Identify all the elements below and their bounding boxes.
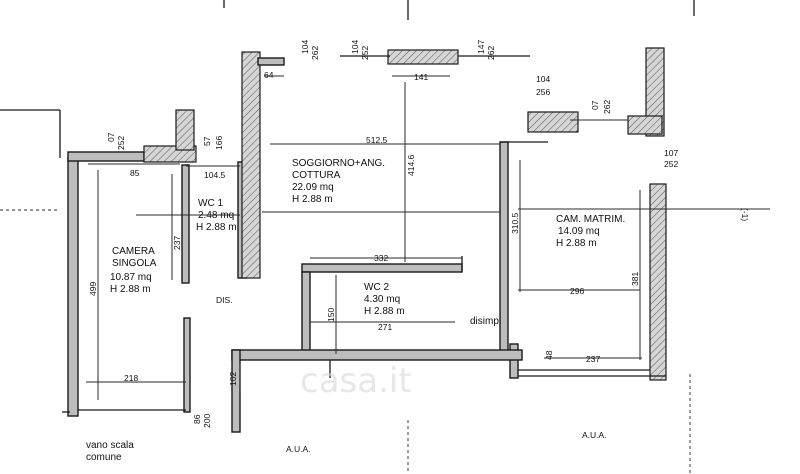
- dim-104-a: 104: [300, 40, 310, 54]
- dim-48: 48: [544, 350, 554, 360]
- dim-252-r: 252: [664, 159, 678, 169]
- dim-262-b: 262: [486, 46, 496, 60]
- room-cam-matrim: CAM. MATRIM. 14.09 mq H 2.88 m: [556, 214, 625, 249]
- dim-102: 102: [228, 372, 238, 386]
- room-soggiorno: SOGGIORNO+ANG. COTTURA 22.09 mq H 2.88 m: [292, 158, 385, 205]
- dim-104-5: 104.5: [204, 170, 226, 180]
- casa-it-watermark: casa.it: [300, 361, 412, 401]
- wall-wc2-left: [301, 271, 311, 357]
- dim-414-6: 414.6: [406, 154, 416, 176]
- dim-141: 141: [414, 72, 428, 82]
- dim-310-5: 310.5: [510, 212, 520, 234]
- dimension-labels: 07 252 85 104.5 57 166 237 499 218 86 20…: [88, 40, 678, 428]
- dim-262-r: 262: [602, 100, 612, 114]
- soggiorno-height: H 2.88 m: [292, 194, 333, 205]
- camera-name-1: CAMERA: [112, 246, 155, 257]
- wall-stair-left: [231, 349, 241, 433]
- dim-296: 296: [570, 286, 584, 296]
- pillar-left-upper: [175, 109, 195, 151]
- soggiorno-name-1: SOGGIORNO+ANG.: [292, 158, 385, 169]
- dim-252-b: 252: [360, 46, 370, 60]
- walls: [0, 0, 695, 474]
- dim-57: 57: [202, 136, 212, 146]
- dim-499: 499: [88, 282, 98, 296]
- dim-271: 271: [378, 322, 392, 332]
- pillar-right-mid: [627, 115, 663, 135]
- area-labels: DIS. disimp. A.U.A. A.U.A. vano scala co…: [86, 208, 750, 463]
- pillar-cam-top: [527, 111, 579, 133]
- dis-label: DIS.: [216, 295, 233, 305]
- dim-166: 166: [214, 136, 224, 150]
- wall-soggiorno-left: [241, 51, 261, 279]
- cam-matrim-area: 14.09 mq: [558, 226, 600, 237]
- camera-area: 10.87 mq: [110, 272, 152, 283]
- dim-104-b: 104: [350, 40, 360, 54]
- wall-camera-right: [183, 317, 191, 413]
- pillar-right-top: [645, 47, 665, 137]
- wall-wc2-top: [301, 263, 463, 273]
- dim-85: 85: [130, 168, 140, 178]
- right-marker-label: (-1): [740, 208, 750, 221]
- dim-107: 107: [664, 148, 678, 158]
- dim-104-c: 104: [536, 74, 550, 84]
- dim-237-b: 237: [586, 354, 600, 364]
- aua-left-label: A.U.A.: [286, 444, 311, 454]
- dim-256: 256: [536, 87, 550, 97]
- dim-200: 200: [202, 414, 212, 428]
- camera-height: H 2.88 m: [110, 284, 151, 295]
- vano-scala-label-2: comune: [86, 452, 122, 463]
- dim-218: 218: [124, 373, 138, 383]
- wc1-height: H 2.88 m: [196, 222, 237, 233]
- cam-matrim-name: CAM. MATRIM.: [556, 214, 625, 225]
- dim-07-r: 07: [590, 100, 600, 110]
- cam-matrim-height: H 2.88 m: [556, 238, 597, 249]
- disimp-label: disimp.: [470, 316, 502, 327]
- dim-64: 64: [264, 70, 274, 80]
- wc2-area: 4.30 mq: [364, 294, 400, 305]
- room-wc1: WC 1 2.48 mq H 2.88 m: [196, 198, 237, 233]
- wall-wc1-left: [181, 164, 190, 284]
- dim-332: 332: [374, 253, 388, 263]
- room-wc2: WC 2 4.30 mq H 2.88 m: [364, 282, 405, 317]
- wc1-area: 2.48 mq: [198, 210, 234, 221]
- aua-right-label: A.U.A.: [582, 430, 607, 440]
- wall-camera-left: [67, 157, 79, 417]
- dim-150: 150: [326, 308, 336, 322]
- wall-cam-right: [649, 183, 667, 381]
- window-block-top-center: [387, 49, 459, 65]
- wall-wc2-bottom: [231, 349, 523, 361]
- wall-bottom-right: [509, 343, 519, 379]
- wc2-height: H 2.88 m: [364, 306, 405, 317]
- dim-512-5: 512.5: [366, 135, 388, 145]
- soggiorno-area: 22.09 mq: [292, 182, 334, 193]
- dim-237-wc: 237: [172, 236, 182, 250]
- wall-soggiorno-top-left: [257, 57, 285, 66]
- dimension-lines: [86, 75, 770, 400]
- dim-262-a: 262: [310, 46, 320, 60]
- wc2-name: WC 2: [364, 282, 389, 293]
- dim-252-left: 252: [116, 136, 126, 150]
- vano-scala-label-1: vano scala: [86, 440, 134, 451]
- camera-name-2: SINGOLA: [112, 258, 157, 269]
- soggiorno-name-2: COTTURA: [292, 170, 341, 181]
- dim-147: 147: [476, 40, 486, 54]
- wc1-name: WC 1: [198, 198, 223, 209]
- dim-07-left: 07: [106, 132, 116, 142]
- dim-86: 86: [192, 414, 202, 424]
- wall-camera-top: [67, 151, 145, 162]
- dim-381: 381: [630, 272, 640, 286]
- room-camera-singola: CAMERA SINGOLA 10.87 mq H 2.88 m: [110, 246, 157, 295]
